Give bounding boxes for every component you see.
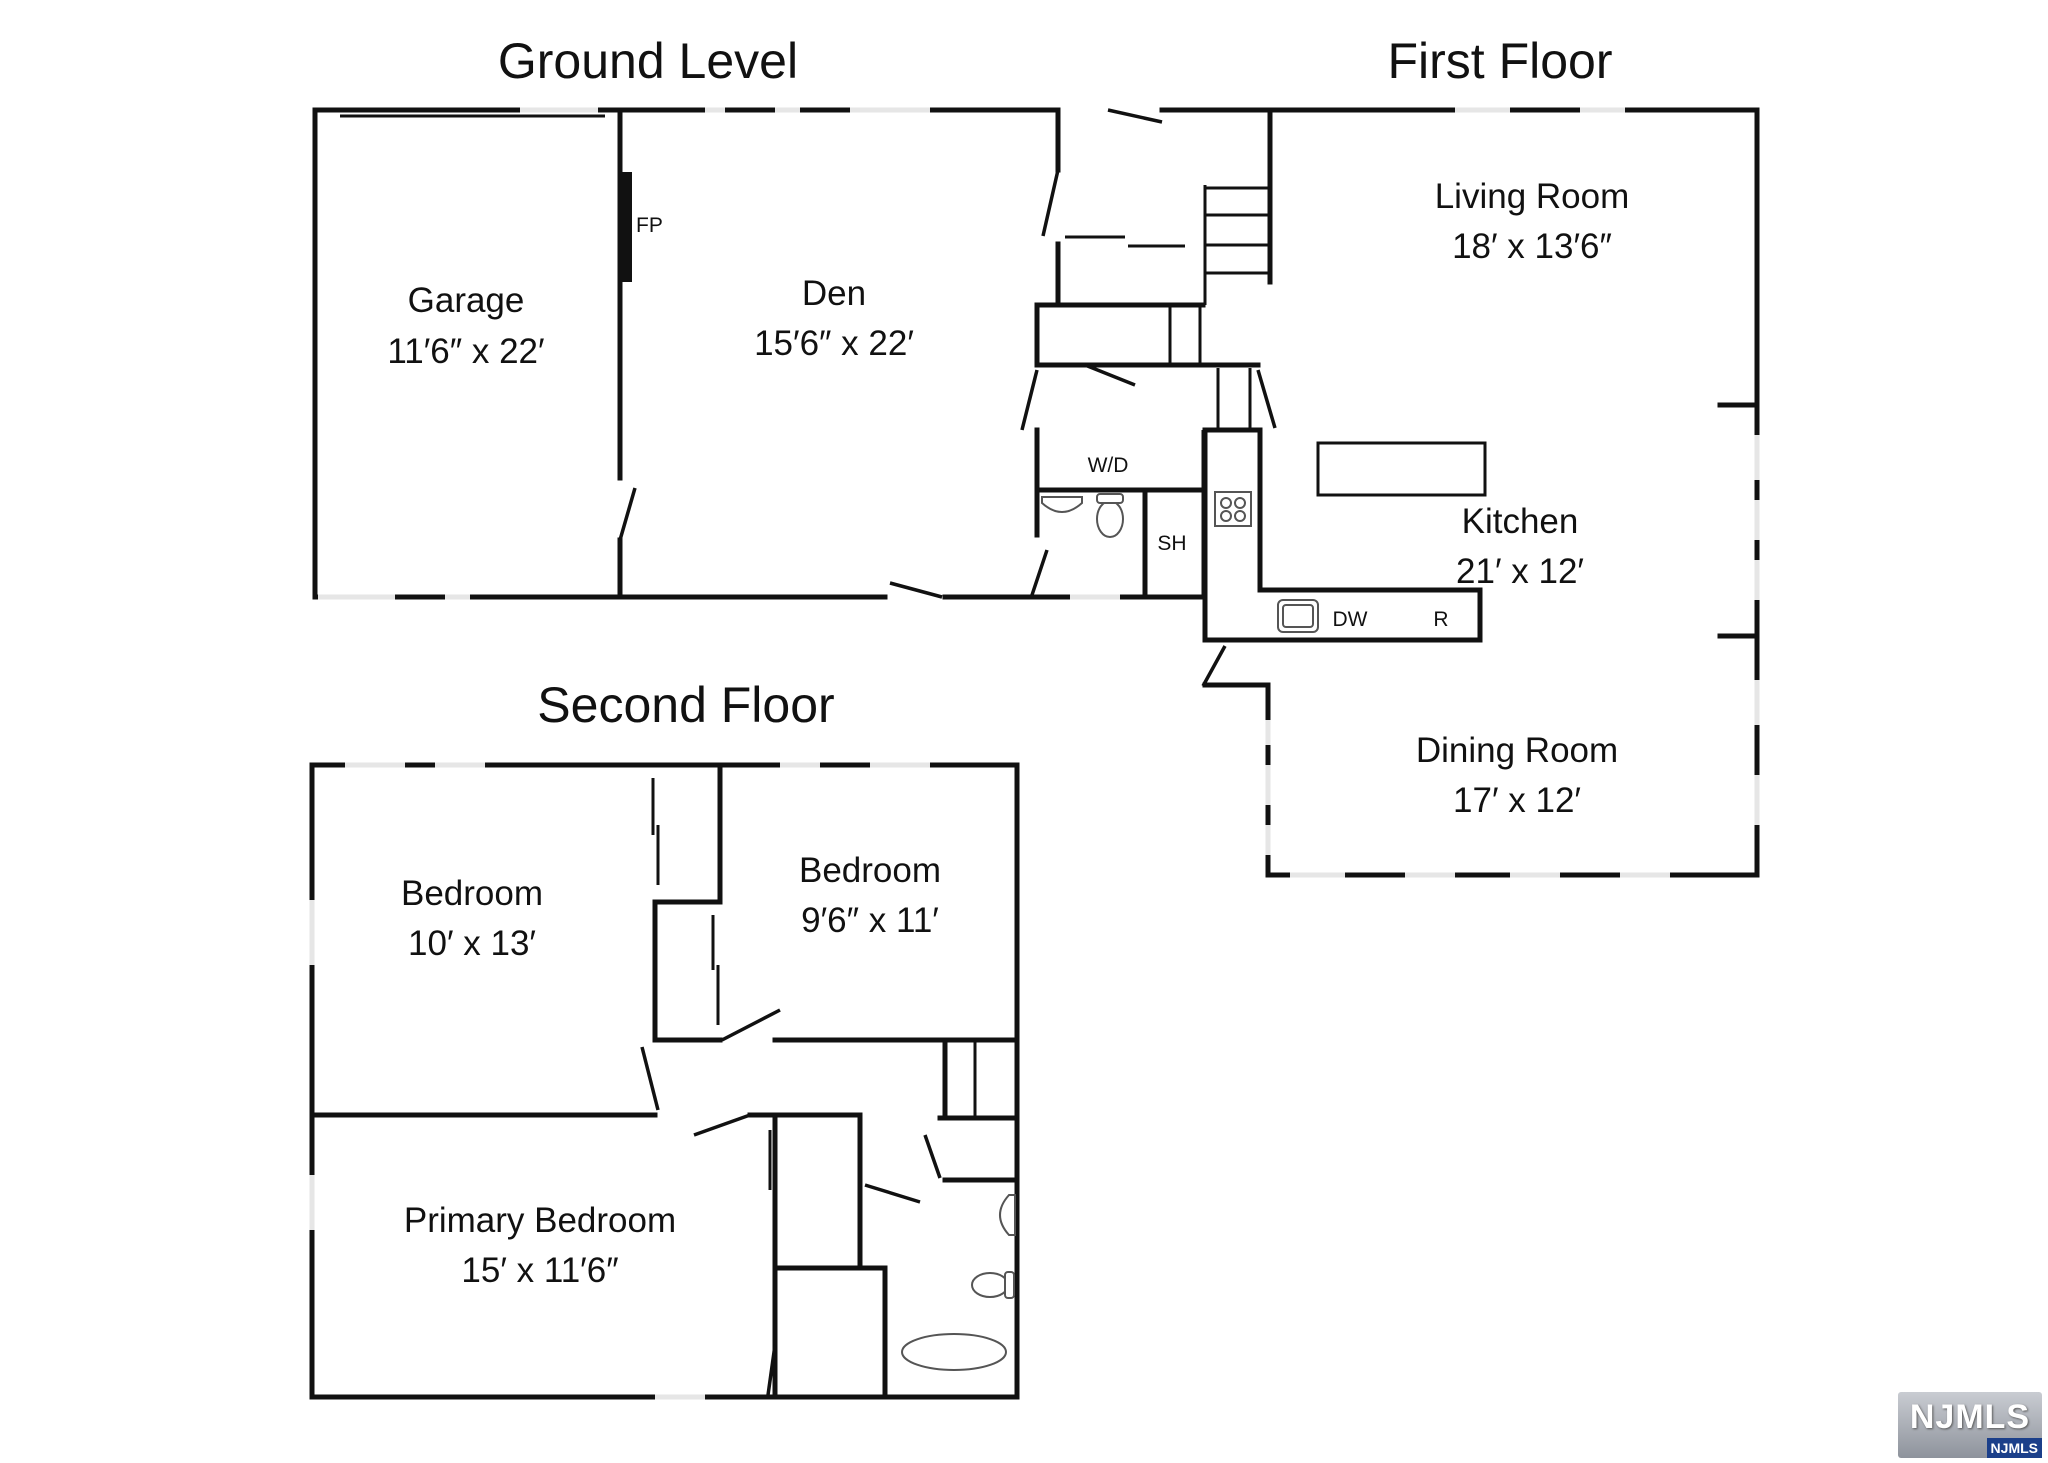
garage-label: Garage (408, 281, 525, 320)
dining-room-label: Dining Room (1416, 731, 1618, 770)
bathtub-icon (901, 1333, 1007, 1371)
ground-level-title: Ground Level (498, 33, 798, 89)
first-floor-title: First Floor (1388, 33, 1613, 89)
living-room-label: Living Room (1435, 177, 1630, 216)
primary-bedroom-label: Primary Bedroom (404, 1201, 676, 1240)
logo-tag: NJMLS (1986, 1438, 2042, 1458)
fireplace-label: FP (636, 214, 663, 237)
den-label: Den (802, 274, 866, 313)
bedroom-left-size: 10′ x 13′ (408, 924, 536, 963)
den-size: 15′6″ x 22′ (754, 324, 914, 363)
dishwasher-label: DW (1333, 608, 1368, 631)
living-room-size: 18′ x 13′6″ (1452, 227, 1612, 266)
kitchen-label: Kitchen (1462, 502, 1579, 541)
garage-size: 11′6″ x 22′ (387, 332, 544, 371)
washer-dryer-label: W/D (1088, 454, 1129, 477)
cooktop-icon (1214, 491, 1252, 527)
refrigerator-label: R (1433, 608, 1448, 631)
primary-bedroom-size: 15′ x 11′6″ (461, 1251, 618, 1290)
kitchen-size: 21′ x 12′ (1456, 552, 1584, 591)
dining-room-size: 17′ x 12′ (1453, 781, 1581, 820)
second-floor-title: Second Floor (537, 677, 834, 733)
ground-level-plan (312, 107, 1208, 600)
first-floor-plan (1107, 107, 1760, 878)
fireplace-icon (621, 172, 632, 282)
bath-sink-icon (999, 1194, 1016, 1236)
shower-label: SH (1157, 532, 1186, 555)
bedroom-right-size: 9′6″ x 11′ (801, 901, 939, 940)
bath-toilet-icon (971, 1272, 1009, 1298)
bedroom-left-label: Bedroom (401, 874, 543, 913)
sink-icon (1041, 496, 1083, 513)
logo-text: NJMLS (1909, 1398, 2031, 1436)
toilet-icon (1096, 500, 1124, 538)
bedroom-right-label: Bedroom (799, 851, 941, 890)
njmls-logo: NJMLS NJMLS (1898, 1392, 2042, 1458)
second-floor-plan (309, 762, 1020, 1400)
